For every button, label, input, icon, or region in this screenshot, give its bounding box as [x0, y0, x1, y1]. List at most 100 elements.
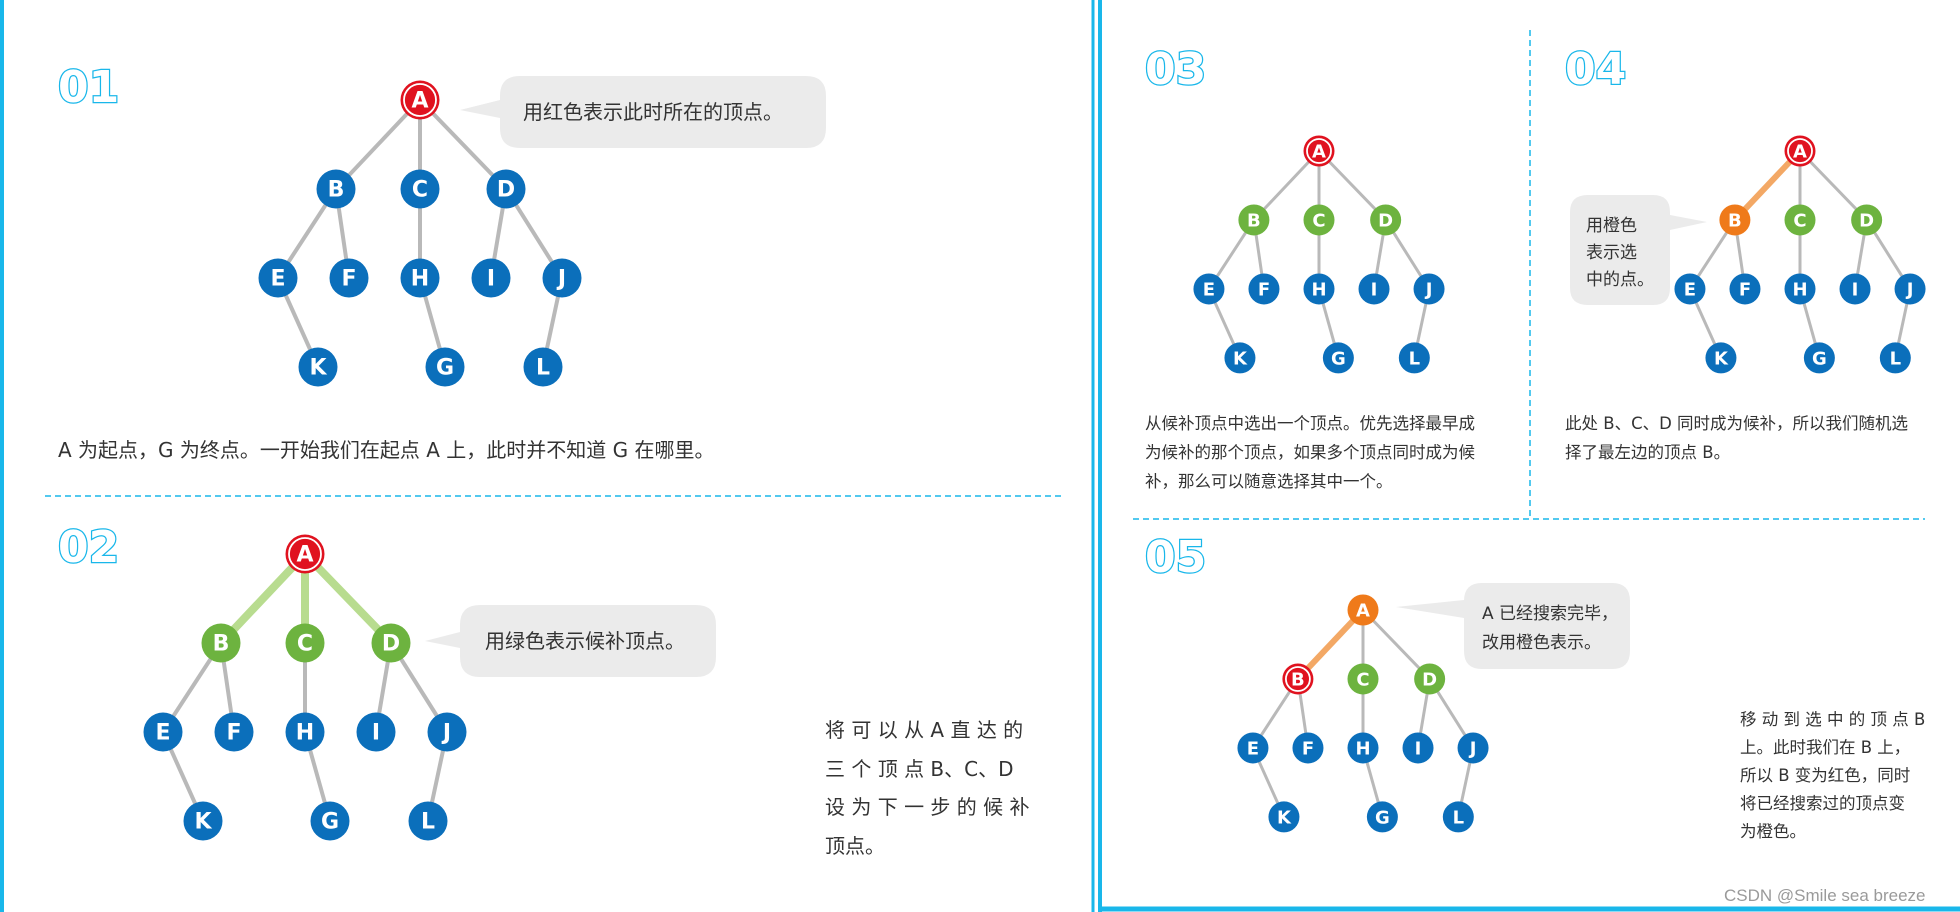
bubble-01: 用红色表示此时所在的顶点。	[460, 76, 826, 148]
node-a-label: A	[1356, 601, 1370, 622]
node-b-label: B	[328, 178, 345, 203]
edge-a-b	[334, 98, 422, 191]
node-d-label: D	[1422, 669, 1437, 690]
watermark: CSDN @Smile sea breeze	[1724, 886, 1926, 905]
node-a-circle	[285, 534, 325, 574]
node-c-circle	[1303, 204, 1335, 236]
node-d-label: D	[497, 178, 515, 203]
node-h-circle	[285, 712, 325, 752]
node-c: C	[400, 169, 440, 209]
node-j-circle	[1894, 273, 1926, 305]
node-i-label: I	[487, 267, 495, 292]
node-i: I	[1358, 273, 1390, 305]
edge-a-b	[1732, 148, 1803, 223]
node-e: E	[1237, 732, 1269, 764]
node-d: D	[1370, 204, 1402, 236]
node-i-circle	[1402, 732, 1434, 764]
node-j: J	[1413, 273, 1445, 305]
node-l-circle	[1879, 342, 1911, 374]
node-h-label: H	[1792, 279, 1807, 300]
node-c: C	[285, 623, 325, 663]
node-j-circle	[1413, 273, 1445, 305]
edge-a-d	[418, 98, 508, 191]
description-05-line-2: 上。此时我们在 B 上，	[1740, 738, 1910, 757]
description-05-line-1: 移 动 到 选 中 的 顶 点 B	[1740, 710, 1925, 729]
node-g-label: G	[1331, 348, 1346, 369]
edge-a-d	[302, 551, 394, 646]
bubble-02: 用绿色表示候补顶点。	[425, 605, 716, 677]
node-g-circle	[1803, 342, 1835, 374]
description-05-line-3: 所以 B 变为红色，同时	[1740, 766, 1910, 785]
node-c-circle	[1347, 663, 1379, 695]
node-c: C	[1784, 204, 1816, 236]
description-01-line-1: A 为起点，G 为终点。一开始我们在起点 A 上，此时并不知道 G 在哪里。	[58, 438, 715, 462]
node-b-circle	[1238, 204, 1270, 236]
node-g-label: G	[1375, 807, 1390, 828]
node-a-circle	[400, 80, 440, 120]
node-l-label: L	[536, 356, 550, 381]
node-k: K	[298, 347, 338, 387]
node-i: I	[356, 712, 396, 752]
bubble-05-line-2: 改用橙色表示。	[1482, 633, 1601, 653]
bubble-05-shape	[1396, 583, 1630, 669]
node-h-circle	[1784, 273, 1816, 305]
node-k-label: K	[1233, 348, 1248, 369]
node-g: G	[1322, 342, 1354, 374]
description-04-line-2: 择了最左边的顶点 B。	[1565, 443, 1730, 462]
node-f-label: F	[1739, 279, 1751, 300]
node-f: F	[1729, 273, 1761, 305]
node-g: G	[425, 347, 465, 387]
node-b: B	[1719, 204, 1751, 236]
node-e-label: E	[1247, 738, 1259, 759]
node-b-circle	[201, 623, 241, 663]
description-02-line-2: 三 个 顶 点 B、C、D	[825, 757, 1014, 781]
bubble-01-shape	[460, 76, 826, 148]
node-d-circle	[1851, 204, 1883, 236]
node-a-ring	[1306, 138, 1332, 164]
bubble-02-line-1: 用绿色表示候补顶点。	[485, 629, 685, 653]
node-j-label: J	[1468, 738, 1477, 759]
edge-a-b	[218, 551, 308, 646]
bubble-05-line-1: A 已经搜索完毕，	[1482, 604, 1618, 624]
node-b-label: B	[213, 632, 230, 657]
node-g-label: G	[436, 356, 454, 381]
node-b-label: B	[1728, 210, 1742, 231]
node-j-label: J	[441, 721, 451, 746]
edge-a-d	[1317, 149, 1387, 222]
node-l-label: L	[1890, 348, 1901, 369]
node-i-circle	[1358, 273, 1390, 305]
node-d-label: D	[382, 632, 400, 657]
node-j-label: J	[556, 267, 566, 292]
node-a-ring	[1787, 138, 1813, 164]
node-h: H	[1347, 732, 1379, 764]
node-k-label: K	[1714, 348, 1729, 369]
node-k-circle	[1705, 342, 1737, 374]
description-03-line-2: 为候补的那个顶点，如果多个顶点同时成为候	[1145, 443, 1475, 462]
node-a: A	[1303, 135, 1335, 167]
node-g: G	[1803, 342, 1835, 374]
node-h-label: H	[1311, 279, 1326, 300]
node-k-label: K	[194, 810, 212, 835]
node-i-circle	[1839, 273, 1871, 305]
node-l-circle	[1442, 801, 1474, 833]
node-b: B	[1238, 204, 1270, 236]
node-l-circle	[1398, 342, 1430, 374]
bubble-04: 用橙色 表示选 中的点。	[1570, 195, 1707, 305]
description-03-line-3: 补，那么可以随意选择其中一个。	[1145, 472, 1393, 491]
step-number-01: 01	[58, 62, 119, 113]
bubble-01-line-1: 用红色表示此时所在的顶点。	[523, 100, 783, 124]
node-h-label: H	[1355, 738, 1370, 759]
node-a-label: A	[296, 543, 313, 568]
bubble-04-shape	[1570, 195, 1707, 305]
node-b: B	[201, 623, 241, 663]
node-f: F	[329, 258, 369, 298]
node-f: F	[1292, 732, 1324, 764]
node-f-label: F	[1258, 279, 1270, 300]
description-02-line-4: 顶点。	[825, 834, 885, 858]
node-a-ring	[288, 537, 322, 571]
node-e: E	[1674, 273, 1706, 305]
